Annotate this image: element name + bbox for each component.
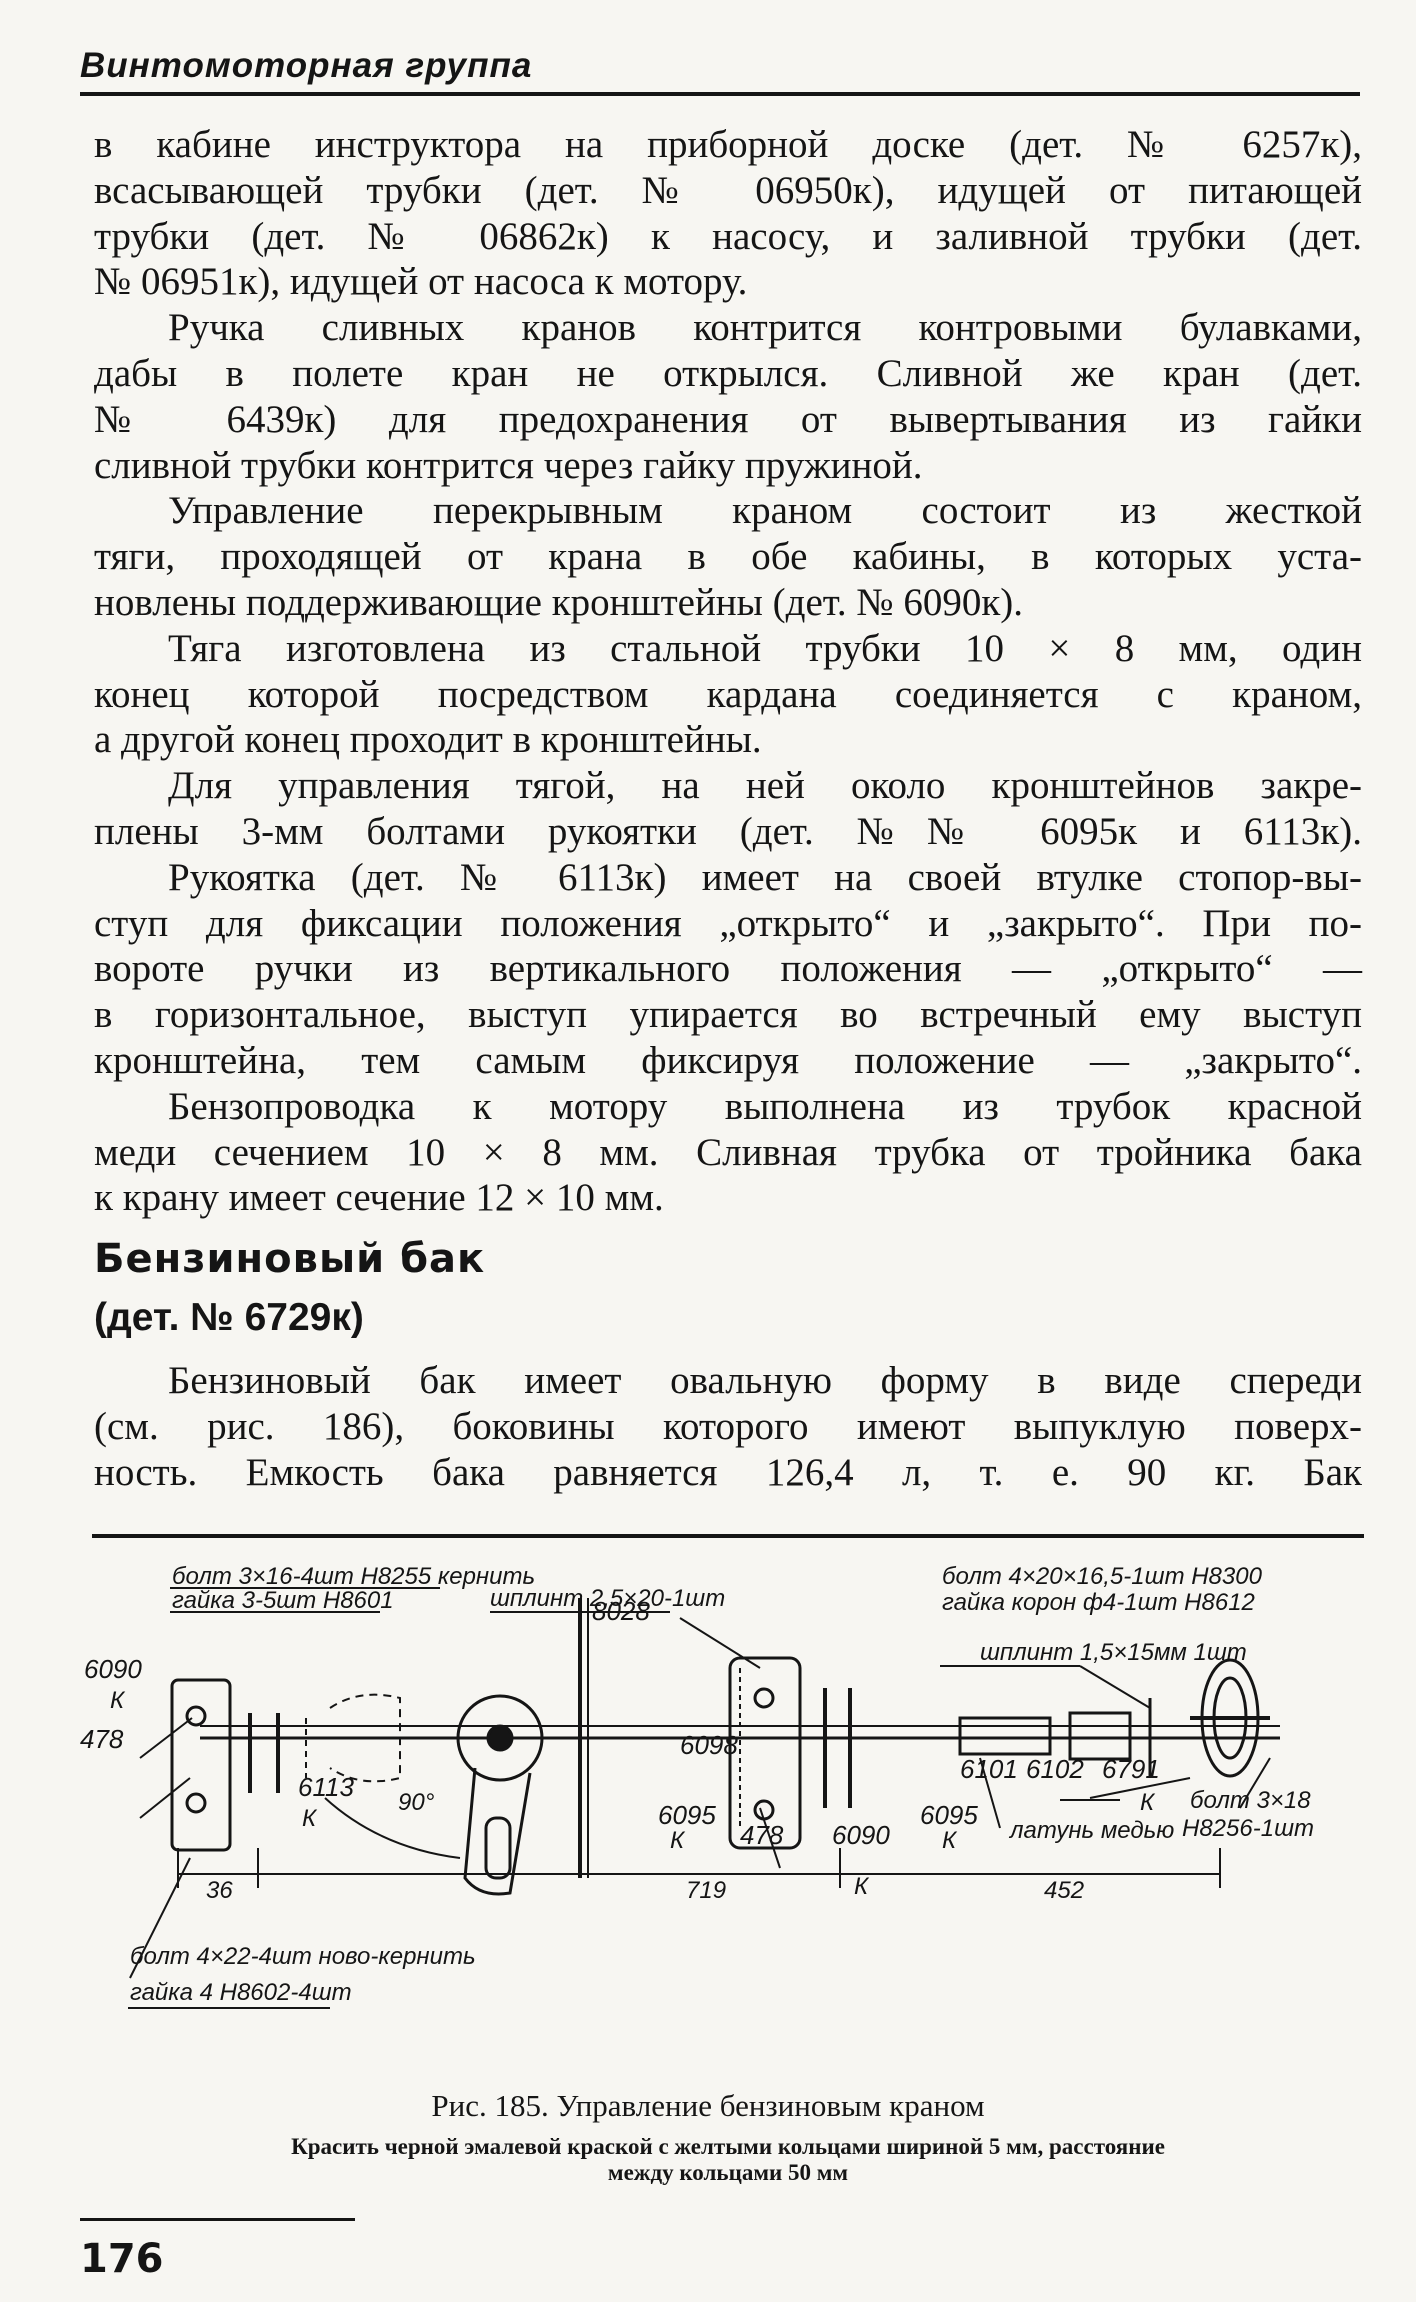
paragraph-2: Ручка сливных кранов контрится контровым…: [94, 305, 1362, 488]
label-6090a: 6090: [84, 1654, 142, 1684]
text-line: в кабине инструктора на приборной доске …: [94, 123, 1362, 166]
text-line: Тяга изготовлена из стальной трубки 10 ×…: [168, 626, 1362, 670]
paragraph-6: Рукоятка (дет. № 6113к) имеет на своей в…: [94, 855, 1362, 1084]
coupling-6101: [958, 1716, 1052, 1756]
text-line: Для управления тягой, на ней около кронш…: [168, 764, 1362, 808]
label-36: 36: [206, 1877, 233, 1904]
handle-swing-path: [329, 1693, 401, 1783]
coupling-6102: [1068, 1711, 1132, 1761]
label-6095b: 6095: [920, 1800, 978, 1830]
text-line: сливной трубки контрится через гайку пру…: [94, 443, 923, 487]
section-subtitle: (дет. № 6729к): [94, 1296, 364, 1339]
text-line: в горизонтальное, выступ упирается во вс…: [94, 993, 1362, 1037]
label-bolt1: болт 3×16-4шт Н8255 кернить: [172, 1563, 535, 1590]
text-line: № 06951к), идущей от насоса к мотору.: [94, 260, 748, 304]
label-k2: К: [302, 1805, 318, 1832]
header-rule: [80, 92, 1360, 96]
figure-note: Красить черной эмалевой краской с желтым…: [148, 2134, 1308, 2186]
left-bracket: [170, 1678, 232, 1852]
label-bolt3: болт 3×18: [1190, 1787, 1311, 1814]
label-bolt3b: Н8256-1шт: [1182, 1815, 1314, 1842]
figure-note-line: между кольцами 50 мм: [607, 2160, 849, 2185]
label-8028: 8028: [592, 1596, 650, 1626]
text-line: ступ для фиксации положения „открыто“ и …: [94, 901, 1362, 945]
text-line: Бензопроводка к мотору выполнена из труб…: [168, 1084, 1362, 1128]
paragraph-5: Для управления тягой, на ней около кронш…: [94, 763, 1362, 855]
bracket-bolt: [185, 1792, 207, 1814]
label-6095a: 6095: [658, 1800, 716, 1830]
label-478a: 478: [80, 1724, 124, 1754]
label-k6: К: [1140, 1789, 1156, 1816]
text-line: Рукоятка (дет. № 6113к) имеет на своей в…: [168, 855, 1362, 899]
crank-lever: [463, 1767, 532, 1896]
label-6113: 6113: [298, 1772, 354, 1802]
label-719: 719: [686, 1877, 726, 1904]
fuel-valve-control-diagram: болт 3×16-4шт Н8255 кернить гайка 3-5шт …: [80, 1563, 1314, 2009]
text-line: меди сечением 10 × 8 мм. Сливная трубка …: [94, 1130, 1362, 1174]
label-k3: К: [670, 1827, 686, 1854]
text-line: кронштейна, тем самым фиксируя положение…: [94, 1038, 1362, 1082]
paragraph-3: Управление перекрывным краном состоит из…: [94, 488, 1362, 625]
label-6101: 6101: [960, 1754, 1018, 1784]
paragraph-1: в кабине инструктора на приборной доске …: [94, 122, 1362, 305]
label-478b: 478: [740, 1820, 784, 1850]
page-number: 176: [80, 2236, 164, 2282]
text-line: конец которой посредством кардана соедин…: [94, 672, 1362, 716]
paragraph-7: Бензопроводка к мотору выполнена из труб…: [94, 1084, 1362, 1221]
text-line: всасывающей трубки (дет. № 06950к), идущ…: [94, 168, 1362, 212]
label-cotter2: шплинт 1,5×15мм 1шт: [980, 1639, 1247, 1666]
label-nut2: гайка корон ф4-1шт Н8612: [942, 1589, 1255, 1616]
label-nut4: гайка 4 Н8602-4шт: [130, 1979, 352, 2006]
text-line: Ручка сливных кранов контрится контровым…: [168, 306, 1362, 350]
figure-note-line: Красить черной эмалевой краской с желтым…: [291, 2134, 1165, 2159]
label-k5: К: [942, 1827, 958, 1854]
label-k4: К: [854, 1873, 870, 1900]
text-line: (см. рис. 186), боковины которого имеют …: [94, 1405, 1362, 1448]
paragraph-4: Тяга изготовлена из стальной трубки 10 ×…: [94, 626, 1362, 763]
text-line: к крану имеет сечение 12 × 10 мм.: [94, 1176, 664, 1220]
middle-bracket: [728, 1656, 802, 1850]
section-text: Бензиновый бак имеет овальную форму в ви…: [94, 1358, 1362, 1496]
label-6102: 6102: [1026, 1754, 1084, 1784]
bracket-bolt: [185, 1705, 207, 1727]
text-line: ность. Емкость бака равняется 126,4 л, т…: [94, 1451, 1362, 1494]
label-452: 452: [1044, 1877, 1084, 1904]
figure-caption: Рис. 185. Управление бензиновым краном: [431, 2088, 985, 2123]
label-6098: 6098: [680, 1730, 738, 1760]
text-line: плены 3-мм болтами рукоятки (дет. №№ 609…: [94, 809, 1362, 853]
figure-drawing: болт 3×16-4шт Н8255 кернить гайка 3-5шт …: [80, 1548, 1370, 2048]
text-line: Управление перекрывным краном состоит из…: [168, 489, 1362, 533]
text-line: № 6439к) для предохранения от вывертыван…: [94, 397, 1362, 441]
text-line: дабы в полете кран не открылся. Сливной …: [94, 351, 1362, 395]
label-bolt4: болт 4×22-4шт ново-кернить: [130, 1943, 476, 1970]
crank-disc: [456, 1694, 544, 1782]
text-line: вороте ручки из вертикального положения …: [94, 947, 1362, 991]
label-nut1: гайка 3-5шт Н8601: [172, 1587, 394, 1614]
label-6791: 6791: [1102, 1754, 1160, 1784]
running-head: Винтомоторная группа: [80, 46, 533, 85]
label-angle: 90°: [398, 1789, 435, 1816]
text-line: новлены поддерживающие кронштейны (дет. …: [94, 580, 1024, 624]
body-text: в кабине инструктора на приборной доске …: [94, 122, 1362, 1221]
text-line: Бензиновый бак имеет овальную форму в ви…: [168, 1359, 1362, 1402]
text-line: а другой конец проходит в кронштейны.: [94, 718, 762, 762]
text-line: тяги, проходящей от крана в обе кабины, …: [94, 535, 1362, 579]
label-6090b: 6090: [832, 1820, 890, 1850]
footer-rule: [80, 2218, 355, 2221]
section-title: Бензиновый бак: [94, 1236, 486, 1282]
text-line: трубки (дет. № 06862к) к насосу, и залив…: [94, 214, 1362, 258]
label-brass: латунь медью: [1008, 1817, 1174, 1844]
label-bolt2: болт 4×20×16,5-1шт Н8300: [942, 1563, 1263, 1590]
label-k1: К: [110, 1687, 126, 1714]
label-cotter1: шплинт 2,5×20-1шт: [490, 1585, 725, 1612]
figure-top-rule: [92, 1534, 1364, 1538]
